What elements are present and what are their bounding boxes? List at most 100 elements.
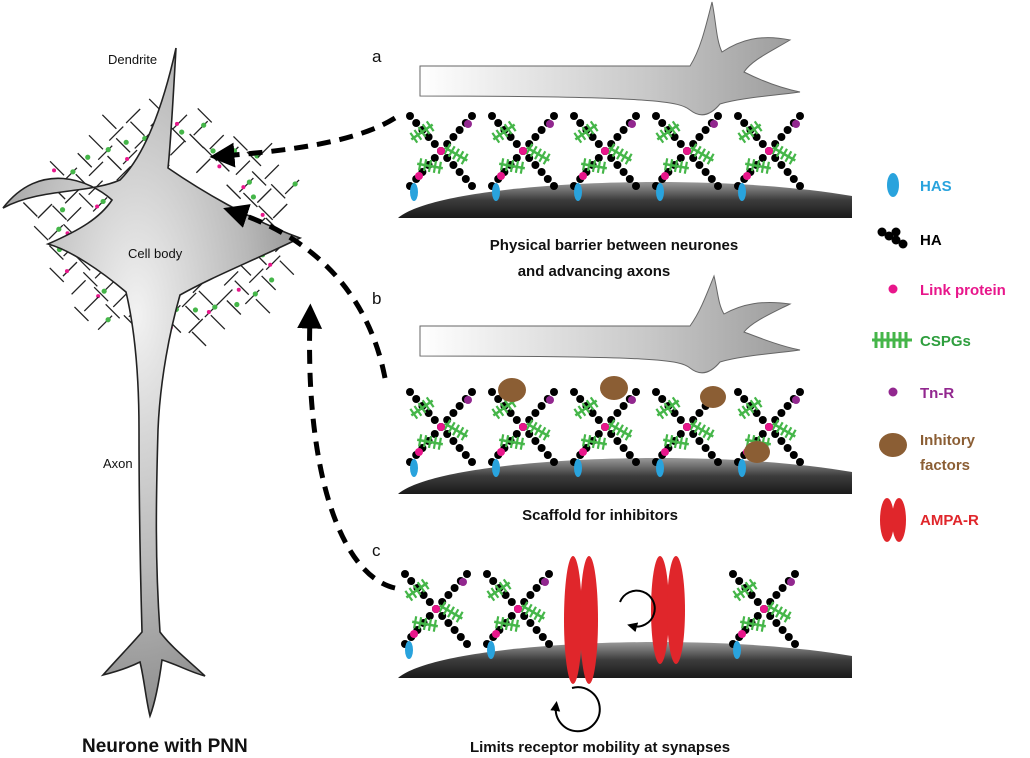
pnn-strand: [197, 107, 213, 123]
cspg-bristle: [746, 434, 751, 447]
pnn-strand: [264, 164, 280, 180]
ha-bead: [778, 626, 787, 634]
cspg-bristle: [678, 436, 684, 449]
ha-bead: [670, 133, 679, 141]
ha-bead: [455, 168, 464, 176]
cspg-brush: [732, 578, 758, 602]
ha-bead: [550, 182, 558, 190]
cspg-bristle: [744, 581, 754, 593]
pnn-strand: [62, 261, 78, 277]
pnn-cspg: [105, 317, 111, 323]
pnn-strand: [107, 155, 122, 171]
ha-bead: [594, 430, 603, 438]
pnn-cspg: [234, 301, 240, 308]
dendrite-label: Dendrite: [108, 52, 157, 67]
ha-bead: [791, 570, 799, 578]
cspg-bristle: [740, 584, 750, 596]
cspg-bristle: [417, 126, 427, 138]
cspg-bristle: [746, 158, 751, 171]
cspg-bristle: [607, 143, 616, 155]
ha-bead: [468, 182, 476, 190]
panel-c: c Limits receptor mobility at synapses: [372, 541, 852, 756]
pnn-strand: [83, 296, 99, 312]
ha-bead: [619, 168, 628, 176]
link-protein: [765, 147, 773, 155]
cspg-bristle: [437, 437, 442, 450]
pnn-link: [206, 310, 211, 315]
panel-c-letter: c: [372, 541, 381, 560]
cspg-bristle: [737, 132, 747, 144]
ha-bead: [550, 388, 558, 396]
panel-a: a Physical barrier between neurones and …: [372, 1, 852, 280]
ha-bead: [425, 598, 434, 606]
cspg-bristle: [780, 148, 788, 160]
cspg-bristle: [537, 611, 546, 623]
ha-bead: [734, 388, 742, 396]
panel-b-caption-line1: Scaffold for inhibitors: [522, 507, 678, 524]
link-protein: [683, 423, 691, 431]
cspg-bristle: [668, 159, 674, 172]
inhibitory-factor-blob-icon: [879, 433, 907, 457]
cspg-bristle: [408, 587, 418, 599]
ha-bead: [531, 409, 540, 417]
ha-bead: [444, 591, 453, 599]
ha-bead: [531, 437, 540, 445]
cspg-bristle: [611, 421, 620, 434]
cspg-bristle: [495, 129, 505, 141]
cspg-bristle: [504, 159, 510, 172]
ha-bead: [676, 416, 685, 424]
arrow-b: [223, 204, 388, 379]
ha-bead: [463, 570, 471, 578]
link-protein: [601, 423, 609, 431]
ha-bead: [537, 126, 546, 134]
cspg-brush: [580, 158, 608, 174]
ha-bead: [778, 584, 787, 592]
cspg-bristle: [447, 421, 456, 434]
ha-bead: [532, 584, 541, 592]
has-enzyme: [492, 183, 500, 201]
tenascin-r: [546, 120, 554, 128]
ampa-receptor: [564, 556, 598, 684]
ha-bead: [507, 612, 516, 620]
cspg-brush: [607, 143, 633, 165]
pnn-cspg: [292, 181, 298, 187]
cspg-bristle: [500, 434, 505, 447]
ha-bead: [550, 112, 558, 120]
ha-bead: [613, 133, 622, 141]
panel-a-letter: a: [372, 47, 382, 66]
ha-bead: [494, 119, 503, 127]
pnn-strand: [188, 318, 204, 334]
ha-bead: [753, 598, 762, 606]
legend-item-inhibitory: Inhitory factors: [879, 432, 976, 474]
cspg-brush: [607, 419, 633, 441]
cspg-bristle: [422, 435, 428, 448]
cspg-bristle: [519, 161, 524, 174]
ha-bead: [412, 395, 421, 403]
link-protein: [497, 172, 505, 180]
link-protein: [519, 423, 527, 431]
circular-arrow-upper: [619, 589, 656, 633]
ha-bead: [777, 437, 786, 445]
ha-bead: [789, 175, 798, 183]
cspg-bristle: [525, 143, 534, 155]
panel-a-axon: [419, 1, 801, 116]
ha-bead: [455, 402, 464, 410]
cspg-bristle: [736, 587, 746, 599]
cspg-brush: [404, 578, 430, 602]
cspg-bristle: [771, 143, 780, 155]
pnn-strand: [66, 206, 82, 222]
link-protein: [432, 605, 440, 613]
cspg-brush: [771, 143, 797, 165]
ha-bead: [777, 409, 786, 417]
cspg-bristle: [581, 402, 591, 414]
cspg-bristle: [620, 426, 629, 439]
cspg-bristle: [775, 421, 784, 434]
ampa-receptor: [651, 556, 685, 664]
ha-bead: [714, 112, 722, 120]
pnn-link: [268, 262, 273, 267]
ha-bead: [796, 182, 804, 190]
cspg-bristle: [741, 616, 746, 629]
cspg-bristle: [750, 617, 756, 631]
pnn-strand: [116, 165, 132, 181]
has-enzyme: [738, 459, 746, 477]
